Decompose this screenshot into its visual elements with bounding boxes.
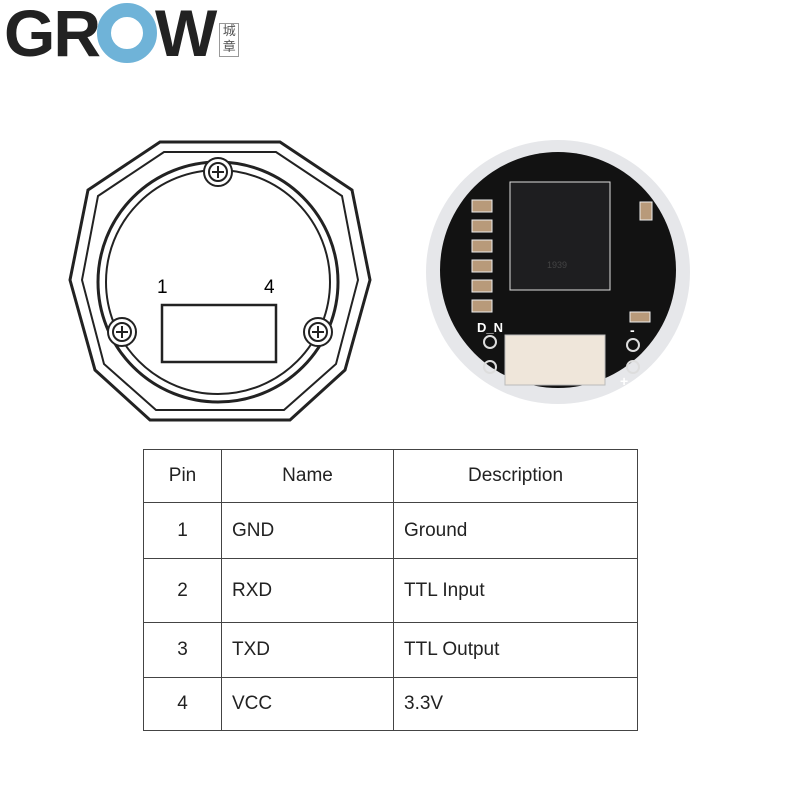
name-cell: VCC (221, 677, 394, 731)
screw-icon (107, 157, 333, 347)
header-name: Name (221, 449, 394, 503)
header-description: Description (393, 449, 638, 503)
fingerprint-o-icon (97, 3, 157, 63)
logo-text-gr: GR (4, 0, 101, 70)
svg-text:1939: 1939 (547, 260, 567, 270)
svg-text:+: + (620, 373, 628, 389)
pin-label-1: 1 (157, 277, 168, 298)
description-cell: 3.3V (393, 677, 638, 731)
grow-logo: GR W 城章 (4, 0, 240, 70)
description-cell: TTL Input (393, 558, 638, 623)
connector-outline (160, 303, 278, 364)
sensor-outline-diagram: 1 4 (68, 140, 372, 422)
jst-connector (504, 334, 606, 386)
name-cell: TXD (221, 622, 394, 678)
name-cell: RXD (221, 558, 394, 623)
description-cell: Ground (393, 502, 638, 559)
table-row: 4 VCC 3.3V (143, 677, 638, 731)
svg-text:D_N: D_N (477, 320, 503, 335)
chip (509, 181, 611, 291)
pinout-table: Pin Name Description 1 GND Ground 2 RXD … (143, 449, 638, 731)
svg-text:-: - (630, 322, 635, 338)
logo-text-w: W (155, 0, 217, 70)
sensor-module-photo: 1939 D_N - + (426, 140, 690, 404)
table-row: 2 RXD TTL Input (143, 558, 638, 623)
header-pin: Pin (143, 449, 222, 503)
table-header-row: Pin Name Description (143, 449, 638, 503)
pin-cell: 2 (143, 558, 222, 623)
outer-ring (68, 140, 372, 422)
description-cell: TTL Output (393, 622, 638, 678)
table-row: 1 GND Ground (143, 502, 638, 559)
table-row: 3 TXD TTL Output (143, 622, 638, 678)
pin-cell: 3 (143, 622, 222, 678)
pin-cell: 4 (143, 677, 222, 731)
pin-label-4: 4 (264, 277, 275, 298)
pin-cell: 1 (143, 502, 222, 559)
name-cell: GND (221, 502, 394, 559)
logo-seal: 城章 (219, 23, 240, 57)
